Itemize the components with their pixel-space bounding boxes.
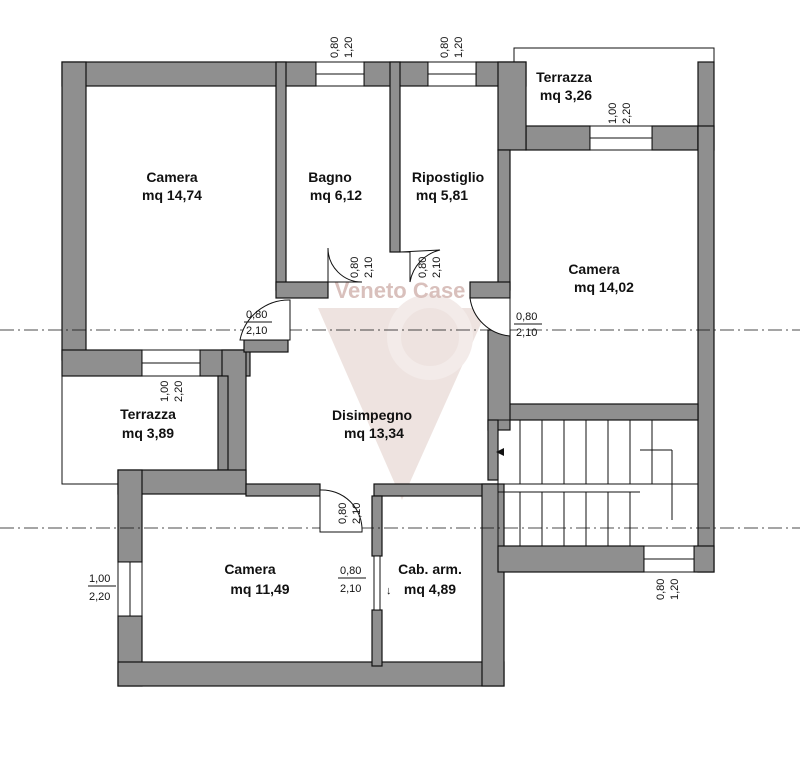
dim-height: 2,10 <box>340 583 361 595</box>
room-name: Terrazza <box>536 69 592 85</box>
room-area: mq 14,74 <box>142 187 202 203</box>
down-arrow-icon: ↓ <box>386 585 392 597</box>
dim-height: 2,20 <box>89 591 110 603</box>
room-camera-s: Camera mq 11,49 <box>224 561 289 597</box>
dim-door-bagno: 0,80 2,10 <box>349 257 375 278</box>
room-name: Bagno <box>308 169 352 185</box>
axis-lines <box>0 329 800 529</box>
dim-width: 1,00 <box>607 103 619 124</box>
room-area: mq 13,34 <box>344 425 404 441</box>
dim-height: 1,20 <box>453 37 465 58</box>
room-camera-nw: Camera mq 14,74 <box>142 169 202 203</box>
walls <box>61 61 715 687</box>
room-name: Cab. arm. <box>398 561 462 577</box>
room-camera-e: Camera mq 14,02 <box>568 261 634 295</box>
dim-win-top1: 0,80 1,20 <box>329 37 355 58</box>
room-terrazza-ne: Terrazza mq 3,26 <box>536 69 592 103</box>
dim-width: 1,00 <box>159 381 171 402</box>
watermark-logo <box>318 294 488 500</box>
room-name: Terrazza <box>120 406 176 422</box>
dim-win-se: 0,80 1,20 <box>655 579 681 600</box>
room-terrazza-w: Terrazza mq 3,89 <box>120 406 176 441</box>
room-area: mq 14,02 <box>574 279 634 295</box>
room-name: Camera <box>568 261 620 277</box>
dim-width: 0,80 <box>417 257 429 278</box>
dim-height: 1,20 <box>669 579 681 600</box>
dim-door-ripostiglio: 0,80 2,10 <box>417 257 443 278</box>
room-name: Disimpegno <box>332 407 412 423</box>
dim-win-west: 1,00 2,20 <box>88 573 116 603</box>
staircase <box>496 419 699 547</box>
room-cabina-armadio: Cab. arm. mq 4,89 ↓ <box>386 561 462 597</box>
dim-win-terrazza-w: 1,00 2,20 <box>159 381 185 402</box>
dim-height: 2,20 <box>621 103 633 124</box>
dim-width: 0,80 <box>329 37 341 58</box>
dim-door-camera-e: 0,80 2,10 <box>514 311 542 339</box>
room-disimpegno: Disimpegno mq 13,34 <box>332 407 412 441</box>
room-area: mq 5,81 <box>416 187 468 203</box>
room-name: Camera <box>146 169 198 185</box>
dim-height: 2,10 <box>431 257 443 278</box>
dim-height: 2,10 <box>516 327 537 339</box>
room-area: mq 6,12 <box>310 187 362 203</box>
room-area: mq 3,26 <box>540 87 592 103</box>
dim-height: 2,20 <box>173 381 185 402</box>
room-name: Ripostiglio <box>412 169 484 185</box>
room-area: mq 11,49 <box>230 581 289 597</box>
room-name: Camera <box>224 561 276 577</box>
dim-width: 0,80 <box>349 257 361 278</box>
dim-width: 0,80 <box>439 37 451 58</box>
dim-height: 2,10 <box>363 257 375 278</box>
windows <box>117 61 695 617</box>
dim-height: 2,10 <box>351 503 363 524</box>
room-area: mq 4,89 <box>404 581 456 597</box>
dim-win-terrazza-ne: 1,00 2,20 <box>607 103 633 124</box>
terrace-outlines <box>62 47 715 485</box>
room-bagno: Bagno mq 6,12 <box>308 169 362 203</box>
room-area: mq 3,89 <box>122 425 174 441</box>
dim-width: 0,80 <box>655 579 667 600</box>
dim-height: 1,20 <box>343 37 355 58</box>
watermark-text: Veneto Case <box>335 278 466 303</box>
dim-door-camera-s: 0,80 2,10 <box>337 503 363 524</box>
dim-win-top2: 0,80 1,20 <box>439 37 465 58</box>
dim-width: 0,80 <box>340 565 361 577</box>
room-ripostiglio: Ripostiglio mq 5,81 <box>412 169 484 203</box>
dim-width: 0,80 <box>337 503 349 524</box>
dim-width: 0,80 <box>516 311 537 323</box>
dim-width: 1,00 <box>89 573 110 585</box>
doors <box>239 247 511 611</box>
dim-width: 0,80 <box>246 309 267 321</box>
dim-door-camera-nw: 0,80 2,10 <box>244 309 272 337</box>
dim-height: 2,10 <box>246 325 267 337</box>
dim-door-cabina: 0,80 2,10 <box>338 565 366 595</box>
